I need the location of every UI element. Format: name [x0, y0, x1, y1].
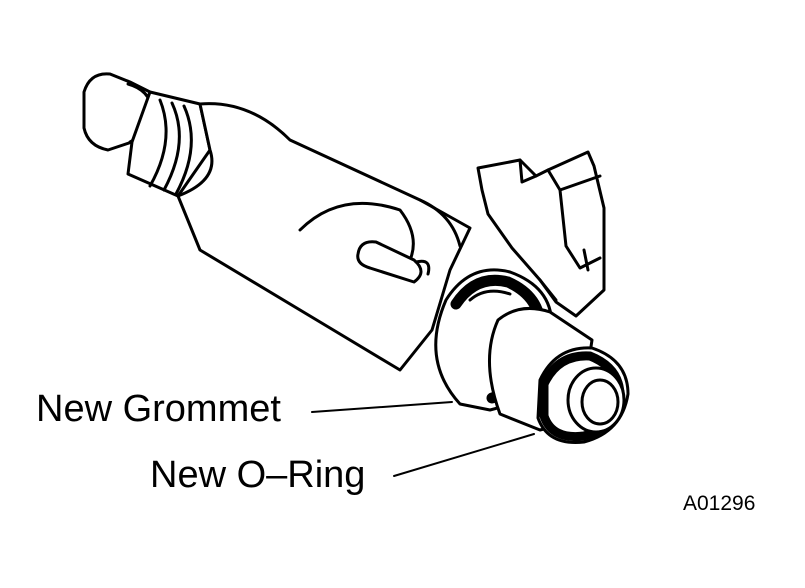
- nozzle-tip: [566, 366, 626, 434]
- oring-leader-line: [393, 433, 535, 477]
- oring-label: New O–Ring: [150, 454, 366, 496]
- grommet-label: New Grommet: [36, 388, 281, 430]
- ribbed-neck: [126, 90, 212, 198]
- figure-code: A01296: [683, 492, 756, 515]
- electrical-connector: [476, 150, 606, 318]
- body-slot: [356, 240, 423, 284]
- injector-body: [176, 102, 472, 372]
- grommet-leader-line: [311, 401, 453, 413]
